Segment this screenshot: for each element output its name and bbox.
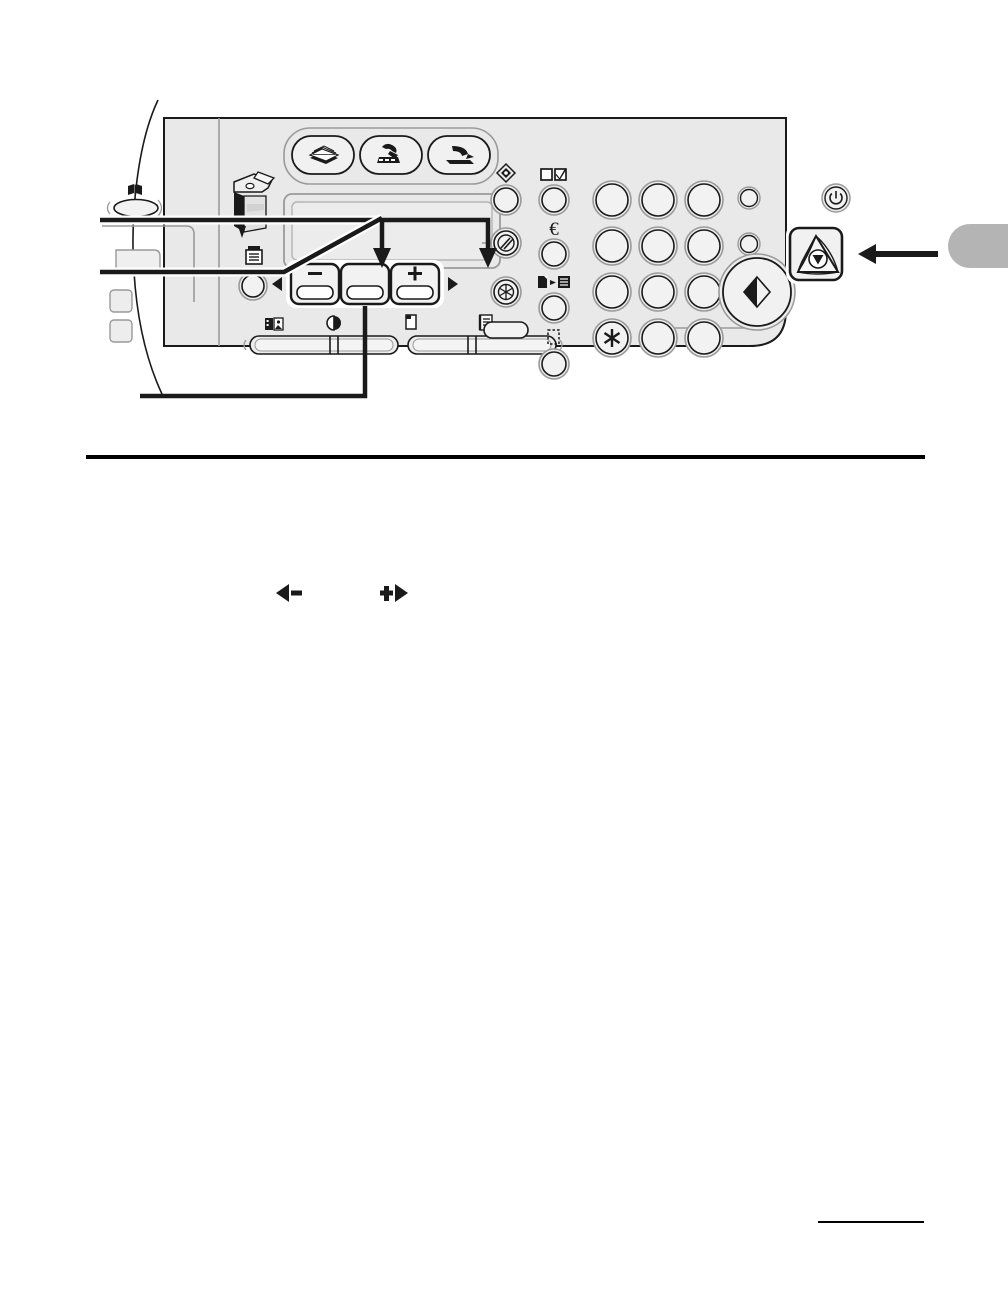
- copy-mode-button[interactable]: [291, 135, 355, 175]
- keypad-row: [592, 180, 724, 220]
- keypad-row: [592, 318, 724, 358]
- nav-right-arrow-icon: [448, 277, 458, 291]
- keypad-key: [684, 318, 724, 358]
- left-minus-key-symbol: [276, 582, 302, 604]
- keypad-key: [638, 226, 678, 266]
- ok-key[interactable]: [339, 262, 391, 306]
- key-shadow-left: [106, 201, 111, 215]
- right-triangle-icon: [395, 584, 408, 602]
- start-button[interactable]: [718, 253, 796, 331]
- keypad-row: [592, 272, 724, 312]
- single-sheet-icon: [405, 314, 417, 330]
- exposure-slider-right[interactable]: [407, 335, 563, 355]
- keypad-key: [592, 180, 632, 220]
- keypad-key: [592, 272, 632, 312]
- scan-mode-button[interactable]: [427, 135, 491, 175]
- nav-left-arrow-icon: [272, 277, 282, 291]
- power-button[interactable]: [821, 183, 851, 213]
- middle-column-keys: €: [538, 168, 570, 380]
- keypad-key: [592, 226, 632, 266]
- book-open-icon: [128, 184, 142, 195]
- paper-select-key[interactable]: [538, 292, 570, 324]
- footer-rule: [818, 1221, 924, 1223]
- callout-arrow-minus: [373, 248, 391, 268]
- callout-lines: [100, 214, 497, 399]
- keypad-key: [684, 180, 724, 220]
- circle-slash-icon: [497, 234, 515, 252]
- asterisk-icon: [603, 329, 621, 347]
- scanner-icon: [446, 146, 474, 164]
- contrast-half-circle-icon: [326, 315, 341, 331]
- callout-arrow-plus: [479, 248, 497, 268]
- dashed-rectangle-icon: [547, 329, 560, 345]
- plus-glyph: [413, 266, 417, 281]
- euro-icon: €: [549, 219, 559, 240]
- collate-key[interactable]: [482, 227, 522, 259]
- energy-saver-key[interactable]: [483, 321, 529, 339]
- right-plus-key-symbol: [380, 582, 408, 604]
- report-print-icon: [245, 246, 263, 265]
- stop-reset-button[interactable]: [786, 224, 846, 284]
- telephone-icon: [377, 143, 400, 163]
- keypad-key: [638, 272, 678, 312]
- keypad-key-asterisk[interactable]: [592, 318, 632, 358]
- asterisk-circle-icon: [497, 283, 515, 301]
- left-triangle-icon: [276, 584, 289, 602]
- minus-glyph: [308, 272, 322, 275]
- power-icon: [829, 191, 843, 205]
- coin-key[interactable]: [538, 238, 570, 270]
- frame-erase-key[interactable]: [538, 348, 570, 380]
- callout-line-lower: [140, 306, 368, 399]
- stacked-paper-icon: [308, 145, 340, 164]
- keypad-key: [684, 226, 724, 266]
- plus-key[interactable]: [389, 262, 441, 306]
- exposure-slider-left[interactable]: [243, 335, 399, 355]
- keypad-row: [592, 226, 724, 266]
- machine-body-edge: [132, 99, 163, 395]
- nav-key-group: [272, 260, 458, 308]
- key-symbol-line: [86, 578, 925, 620]
- left-slot-3: [109, 319, 133, 343]
- redial-pause-key[interactable]: [737, 186, 761, 210]
- mode-button-cluster: [283, 127, 499, 185]
- checkbox-list-icon: [540, 168, 567, 181]
- callout-line-middle: [100, 216, 384, 275]
- report-key[interactable]: [238, 271, 268, 301]
- diamond-target-icon: [495, 162, 517, 184]
- chapter-edge-tab: [948, 224, 1008, 268]
- plus-glyph-v: [384, 586, 389, 601]
- image-quality-key[interactable]: [490, 184, 522, 216]
- hook-key[interactable]: [737, 232, 761, 256]
- diamond-start-icon: [742, 275, 772, 309]
- fax-mode-button[interactable]: [359, 135, 423, 175]
- two-sided-key[interactable]: [490, 276, 522, 308]
- numeric-keypad: [592, 180, 724, 358]
- keypad-key: [684, 272, 724, 312]
- document-photo-icon: [265, 317, 284, 331]
- key-shadow: [157, 199, 163, 217]
- left-slot-frame: [102, 225, 195, 302]
- minus-key[interactable]: [289, 262, 341, 306]
- view-settings-key[interactable]: [538, 184, 570, 216]
- book-oval-key[interactable]: [113, 198, 159, 218]
- operation-panel-figure: €: [86, 96, 946, 426]
- stop-triangle-icon: [796, 233, 840, 275]
- document-arrow-document-icon: [538, 276, 570, 288]
- keypad-key: [638, 318, 678, 358]
- left-column-keys: [482, 162, 529, 339]
- section-divider-rule: [86, 455, 925, 459]
- minus-glyph-icon: [291, 590, 302, 596]
- keypad-key: [638, 180, 678, 220]
- callout-arrow-stop: [858, 244, 938, 264]
- left-slot-2: [109, 289, 133, 313]
